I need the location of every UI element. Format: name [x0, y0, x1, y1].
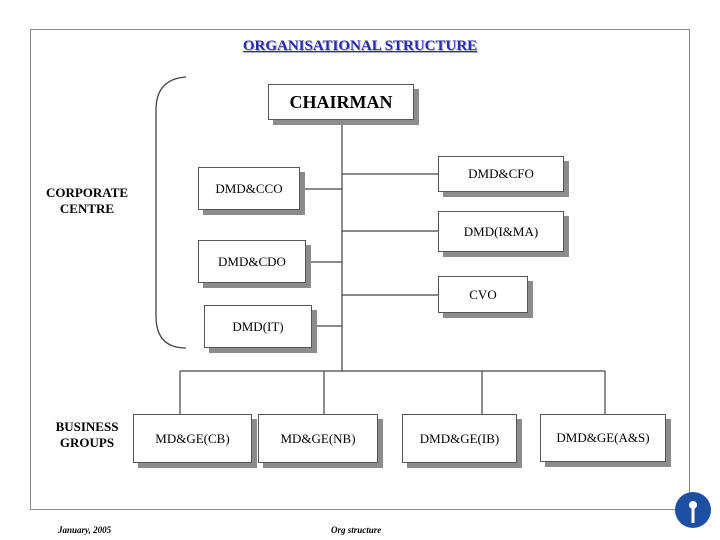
corporate-label-line2: CENTRE — [59, 201, 115, 216]
node-cvo: CVO — [438, 276, 528, 313]
node-dmd-ge-as: DMD&GE(A&S) — [540, 414, 666, 462]
footer-title: Org structure — [331, 525, 382, 535]
business-groups-label: BUSINESS GROUPS — [45, 419, 129, 451]
node-dmd-ge-ib: DMD&GE(IB) — [402, 414, 517, 463]
node-chairman: CHAIRMAN — [268, 84, 414, 120]
footer-date: January, 2005 — [58, 525, 112, 535]
slide-title: ORGANISATIONAL STRUCTURE — [242, 38, 478, 54]
node-dmd-cco: DMD&CCO — [198, 167, 300, 210]
keyhole-logo-icon — [675, 492, 711, 528]
business-label-line2: GROUPS — [59, 435, 115, 450]
node-md-ge-cb: MD&GE(CB) — [133, 414, 252, 463]
slide-frame — [30, 29, 690, 510]
node-md-ge-nb: MD&GE(NB) — [258, 414, 378, 463]
node-dmd-it: DMD(IT) — [204, 305, 312, 348]
node-dmd-cdo: DMD&CDO — [198, 240, 306, 283]
business-label-line1: BUSINESS — [55, 419, 119, 434]
corporate-centre-label: CORPORATE CENTRE — [38, 185, 136, 217]
corporate-label-line1: CORPORATE — [45, 185, 129, 200]
node-dmd-cfo: DMD&CFO — [438, 156, 564, 192]
node-dmd-ima: DMD(I&MA) — [438, 211, 564, 252]
